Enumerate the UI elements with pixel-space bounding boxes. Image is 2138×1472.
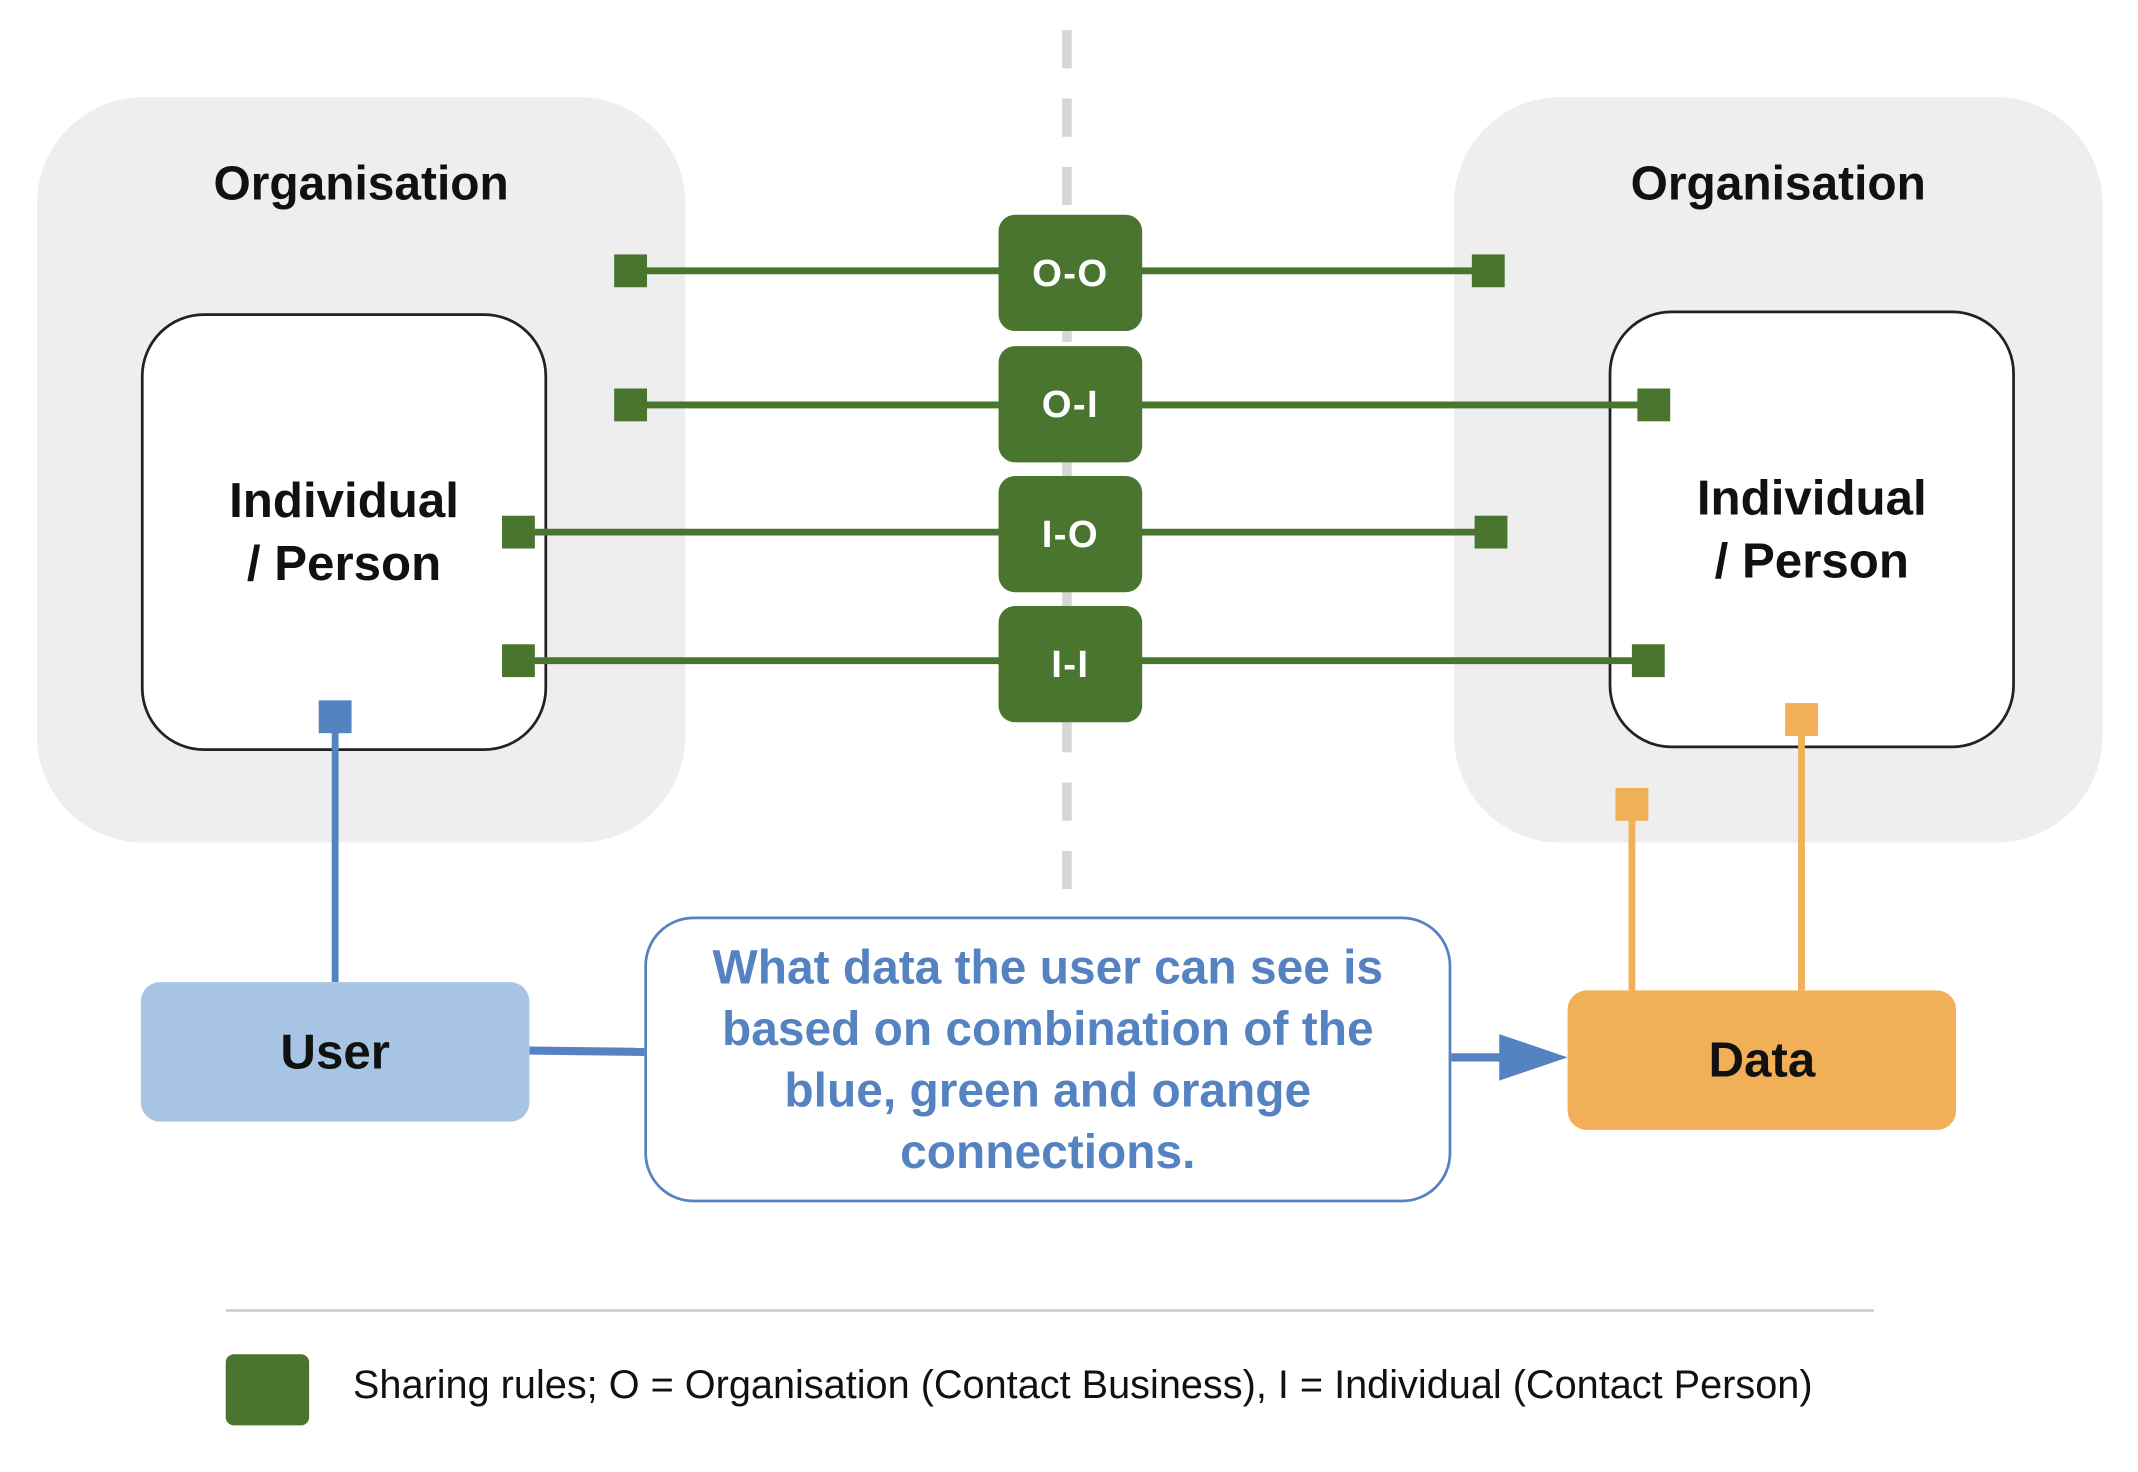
rule-endpoint (1637, 388, 1671, 422)
legend-swatch (225, 1354, 310, 1426)
rule-badge-o-i: O-I (998, 346, 1143, 463)
user-note-link (529, 1046, 645, 1057)
left-person-label: Individual / Person (229, 471, 459, 591)
data-link-endpoint (1785, 703, 1818, 736)
left-person-box: Individual / Person (140, 313, 548, 751)
explanation-text: What data the user can see is based on c… (712, 940, 1384, 1179)
rule-endpoint (614, 254, 648, 288)
rule-endpoint (614, 388, 648, 422)
user-link-endpoint (318, 700, 352, 734)
left-organisation-title: Organisation (213, 157, 509, 211)
legend-divider (225, 1309, 1875, 1312)
right-person-box: Individual / Person (1608, 310, 2015, 749)
rule-endpoint (1474, 515, 1508, 549)
user-box: User (140, 982, 530, 1122)
rule-endpoint (502, 515, 535, 549)
right-person-label: Individual / Person (1696, 469, 1927, 589)
note-data-arrowhead (1499, 1034, 1568, 1081)
rule-badge-i-o: I-O (998, 476, 1143, 593)
rule-badge-o-o: O-O (998, 214, 1143, 332)
data-link-endpoint (1615, 787, 1649, 821)
rule-endpoint (1631, 644, 1665, 678)
rule-endpoint (502, 644, 535, 678)
rule-badge-i-i: I-I (998, 605, 1143, 723)
explanation-note: What data the user can see is based on c… (644, 916, 1452, 1203)
legend-text: Sharing rules; O = Organisation (Contact… (352, 1363, 1813, 1408)
rule-endpoint (1471, 254, 1505, 288)
data-box: Data (1567, 990, 1957, 1130)
right-organisation-title: Organisation (1630, 157, 1926, 211)
